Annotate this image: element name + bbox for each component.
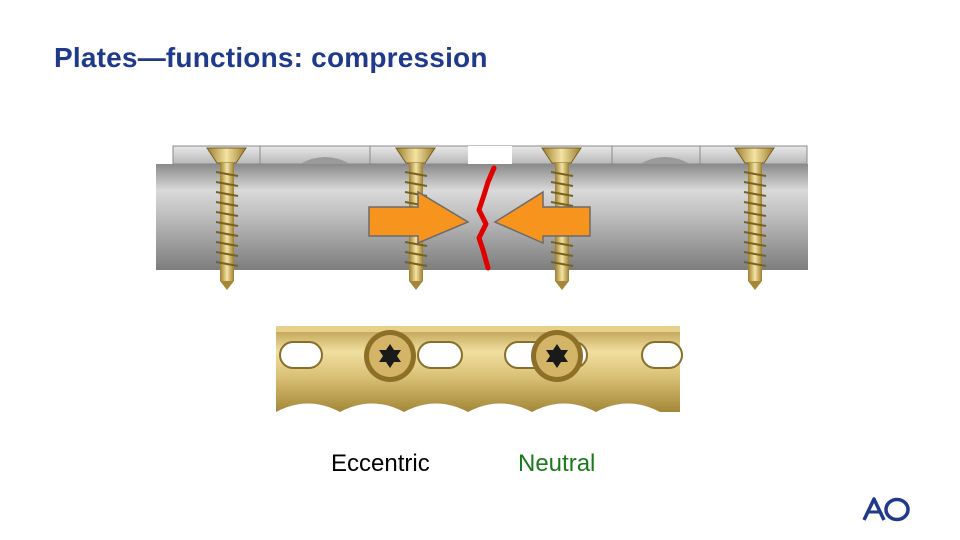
plate-top-view xyxy=(276,326,683,414)
screw-icon xyxy=(734,147,775,290)
eccentric-label: Eccentric xyxy=(331,450,430,477)
neutral-label: Neutral xyxy=(518,450,596,477)
screw-icon xyxy=(364,330,416,382)
slide-title: Plates—functions: compression xyxy=(54,42,488,73)
fracture-line-icon xyxy=(476,165,497,271)
ao-logo xyxy=(862,497,910,522)
screw-icon xyxy=(531,330,583,382)
compression-arrow-left-icon xyxy=(493,190,591,245)
screw-icon xyxy=(206,147,247,290)
plate-profile xyxy=(172,145,808,165)
compression-arrow-right-icon xyxy=(368,190,470,245)
